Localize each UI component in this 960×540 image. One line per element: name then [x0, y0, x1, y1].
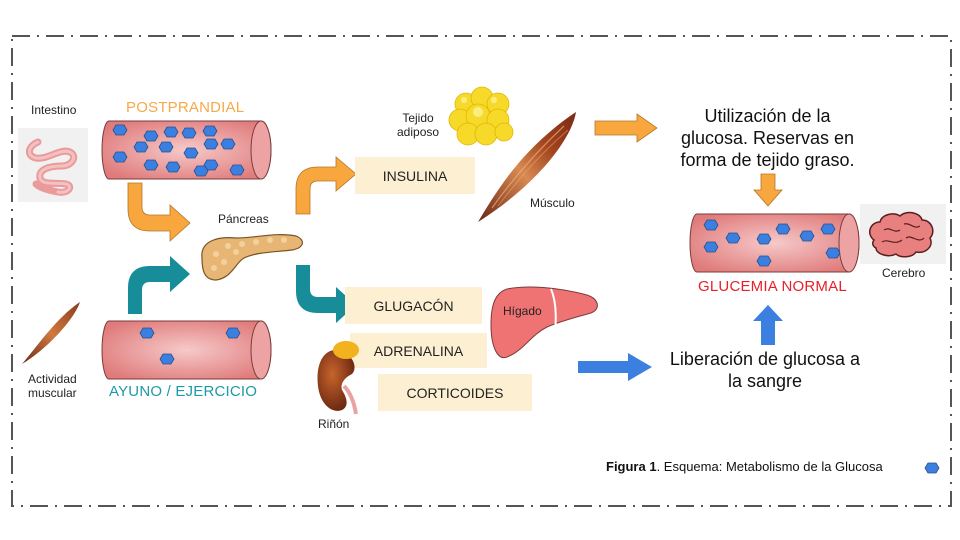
- glucose-molecule: [203, 138, 219, 150]
- normal-glycemia-label: GLUCEMIA NORMAL: [698, 278, 847, 295]
- caption-text: . Esquema: Metabolismo de la Glucosa: [656, 459, 883, 474]
- glucose-molecule: [756, 255, 772, 267]
- glucose-molecule: [133, 141, 149, 153]
- kidney-label: Riñón: [318, 417, 350, 431]
- muscle-label: Músculo: [530, 196, 575, 210]
- glucose-molecule: [158, 141, 174, 153]
- glucose-molecule: [703, 241, 719, 253]
- up-to-normal-arrow: [753, 305, 783, 345]
- glucose-molecule: [183, 147, 199, 159]
- normal-vessel: [689, 213, 860, 273]
- glucose-molecule: [159, 353, 175, 365]
- glucagon-box: GLUGACÓN: [345, 287, 482, 324]
- glucose-molecule: [165, 161, 181, 173]
- glucose-molecule: [163, 126, 179, 138]
- insulin-box: INSULINA: [355, 157, 475, 194]
- glucose-molecule: [143, 159, 159, 171]
- brain-label: Cerebro: [882, 266, 926, 280]
- adrenalin-box: ADRENALINA: [350, 333, 487, 368]
- glucose-molecule: [820, 223, 836, 235]
- adipose-label: Tejido adiposo: [397, 111, 440, 139]
- figure-caption: Figura 1. Esquema: Metabolismo de la Glu…: [606, 459, 883, 474]
- muscle-activity-label: Actividad muscular: [28, 372, 77, 400]
- glucose-molecule: [725, 232, 741, 244]
- glucose-molecule: [203, 159, 219, 171]
- glucose-molecule: [756, 233, 772, 245]
- postprandial-vessel: [101, 120, 272, 180]
- glucose-molecule: [193, 165, 209, 177]
- glucose-molecule: [143, 130, 159, 142]
- pancreas-to-insulin-arrow: [295, 156, 357, 215]
- utilization-text: Utilización de la glucosa. Reservas en f…: [680, 106, 855, 170]
- kidney-icon: [317, 341, 359, 415]
- glucose-molecule: [225, 327, 241, 339]
- postprandial-to-pancreas-arrow: [127, 182, 191, 242]
- muscle-activity-icon: [22, 302, 80, 364]
- pancreas-to-glucagon-arrow: [296, 265, 356, 323]
- glucose-molecule: [775, 223, 791, 235]
- utilization-to-normal-arrow: [753, 173, 783, 207]
- pancreas-label: Páncreas: [218, 212, 269, 226]
- glucose-molecule: [703, 219, 719, 231]
- intestine-icon: [18, 128, 88, 202]
- caption-bold: Figura 1: [606, 459, 657, 474]
- glucose-molecule: [799, 230, 815, 242]
- glucose-molecule-icon: [924, 462, 940, 474]
- glucose-molecule: [139, 327, 155, 339]
- fasting-vessel: [101, 320, 272, 380]
- to-release-arrow: [578, 353, 652, 381]
- fasting-to-pancreas-arrow: [128, 256, 190, 314]
- glucose-molecule: [112, 124, 128, 136]
- glucose-molecule: [229, 164, 245, 176]
- pancreas-icon: [201, 234, 303, 281]
- muscle-icon: [478, 112, 576, 222]
- fasting-label: AYUNO / EJERCICIO: [109, 383, 258, 400]
- liver-label: Hígado: [503, 304, 542, 318]
- intestine-label: Intestino: [31, 103, 77, 117]
- liver-icon: [490, 286, 598, 359]
- adipose-tissue-icon: [448, 86, 514, 146]
- glucose-molecule: [112, 151, 128, 163]
- postprandial-label: POSTPRANDIAL: [126, 99, 245, 116]
- glucose-molecule: [181, 127, 197, 139]
- glucose-molecule: [825, 247, 841, 259]
- brain-icon: [860, 204, 946, 264]
- corticoids-box: CORTICOIDES: [378, 374, 532, 411]
- to-utilization-arrow: [594, 113, 658, 143]
- glucose-molecule: [202, 125, 218, 137]
- glucose-molecule: [220, 138, 236, 150]
- release-text: Liberación de glucosa a la sangre: [669, 349, 861, 391]
